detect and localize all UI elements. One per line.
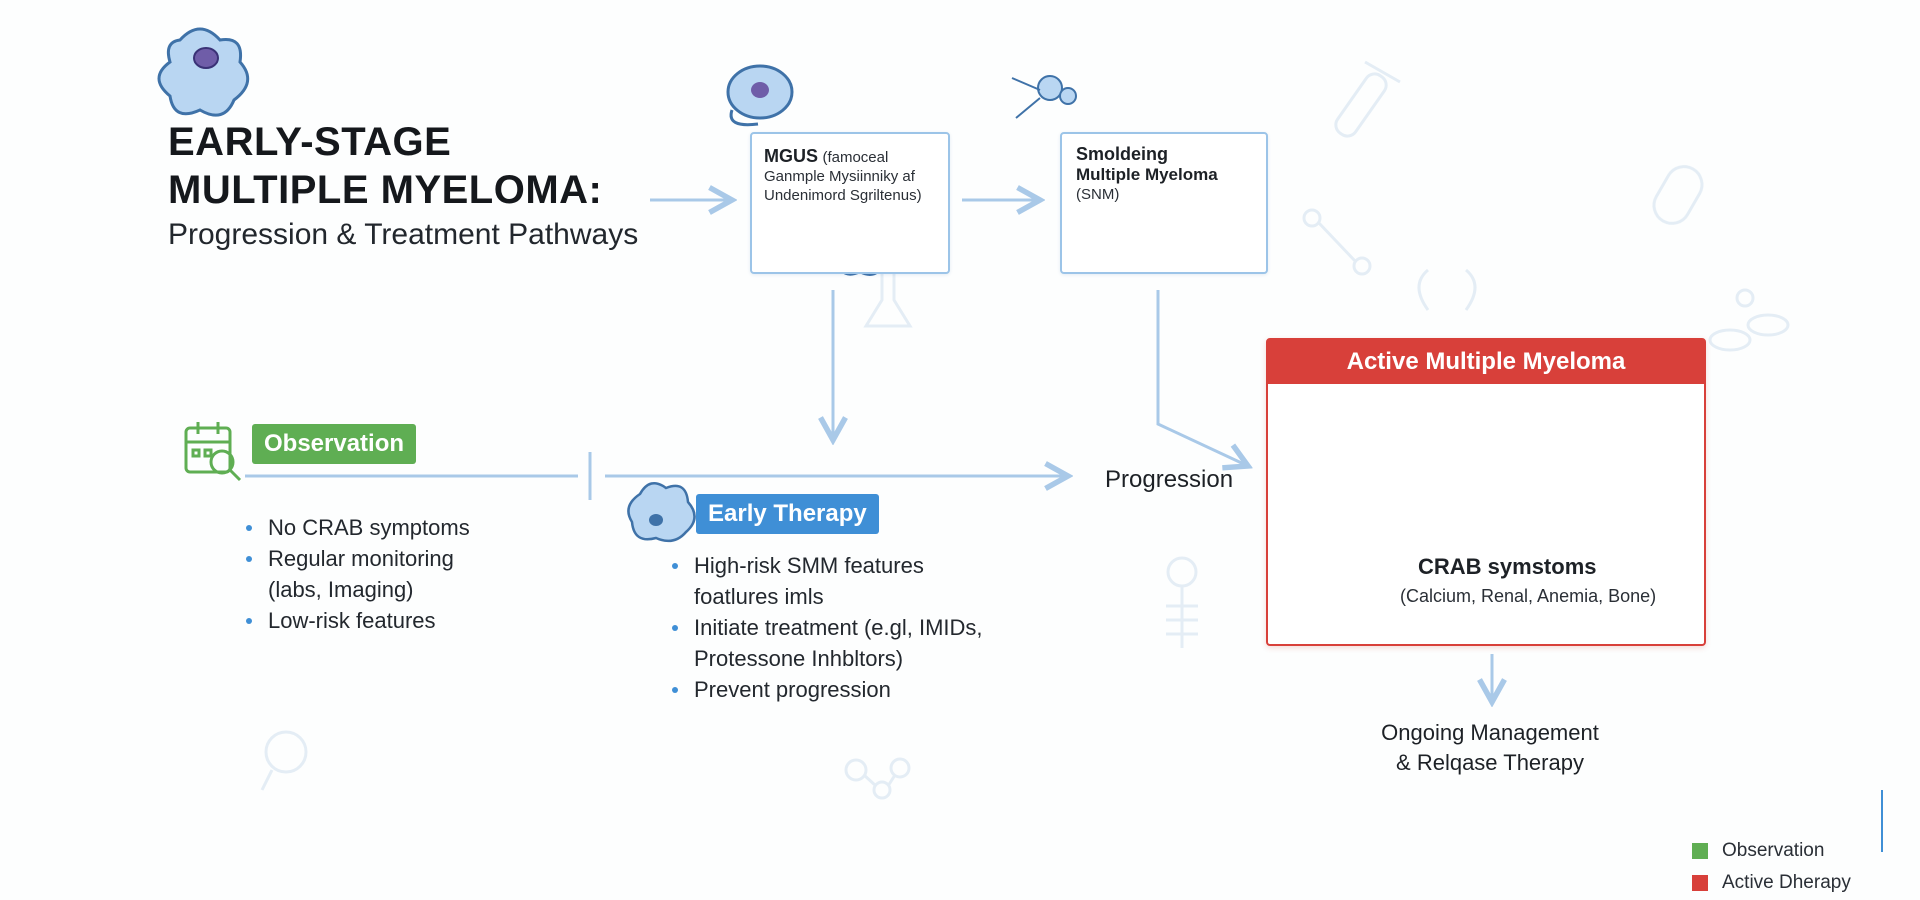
- molecule-icon: [844, 757, 911, 800]
- active-myeloma-box: Active Multiple Myeloma: [1266, 338, 1706, 646]
- mgus-title: MGUS: [764, 146, 818, 166]
- observation-bullet: Regular monitoring: [240, 543, 470, 574]
- ongoing-management-line1: Ongoing Management: [1381, 720, 1599, 745]
- page-subtitle: Progression & Treatment Pathways: [168, 218, 639, 251]
- crab-symptoms-description: (Calcium, Renal, Anemia, Bone): [1400, 586, 1657, 606]
- observation-bullet: Low-risk features: [240, 605, 470, 636]
- background-decor: [260, 60, 1790, 800]
- therapy-cell-icon: [627, 481, 696, 543]
- early-therapy-bullet: Prevent progression: [666, 674, 983, 705]
- bone-icon: [1302, 208, 1372, 276]
- observation-bullet: No CRAB symptoms: [240, 512, 470, 543]
- mgus-line3: Undenimord Sgriltenus): [764, 187, 922, 204]
- early-therapy-bullet: High-risk SMM features: [666, 550, 983, 581]
- capsule-icon: [1708, 288, 1790, 352]
- smm-stage-text: Smoldeing Multiple Myeloma (SNM): [1076, 144, 1218, 204]
- legend: Observation Active Dherapy: [1692, 840, 1851, 894]
- antibody-icon: [1011, 75, 1077, 119]
- ongoing-management-line2: & Relqase Therapy: [1396, 750, 1584, 775]
- smm-line3: (SNM): [1076, 186, 1120, 203]
- arrow-smm-to-active: [1156, 290, 1248, 466]
- progression-label: Progression: [1105, 466, 1234, 493]
- legend-label: Observation: [1722, 840, 1825, 861]
- early-therapy-bullet-continuation: Protessone Inhbltors): [694, 646, 904, 671]
- early-therapy-bullet-continuation: foatlures imls: [694, 584, 824, 609]
- flask-icon: [863, 270, 913, 328]
- legend-swatch-active-therapy: [1692, 875, 1708, 891]
- legend-label: Active Dherapy: [1722, 872, 1851, 893]
- smm-line2: Multiple Myeloma: [1076, 165, 1218, 184]
- smm-stage-box: Smoldeing Multiple Myeloma (SNM): [1060, 132, 1268, 274]
- plasma-cell-icon: [157, 27, 250, 117]
- magnifier-icon: [260, 730, 308, 791]
- active-myeloma-header: Active Multiple Myeloma: [1268, 340, 1704, 384]
- kidney-icon: [1417, 268, 1477, 311]
- smm-line1: Smoldeing: [1076, 144, 1169, 164]
- observation-bullet-continuation: (labs, Imaging): [268, 577, 414, 602]
- mgus-cell-icon: [726, 64, 794, 127]
- page-title-line2: MULTIPLE MYELOMA:: [168, 168, 603, 212]
- early-therapy-badge: Early Therapy: [696, 494, 879, 534]
- mgus-line1: (famoceal: [822, 149, 889, 166]
- legend-item-observation: Observation: [1692, 840, 1851, 862]
- mgus-stage-text: MGUS (famoceal Ganmple Mysiinniky af Und…: [764, 146, 922, 205]
- crab-symptoms-title: CRAB symstoms: [1418, 554, 1597, 579]
- calendar-magnifier-icon: [184, 422, 242, 482]
- test-tube-icon: [1334, 60, 1401, 138]
- observation-badge: Observation: [252, 424, 417, 464]
- observation-bullets: No CRAB symptoms Regular monitoring (lab…: [240, 512, 470, 636]
- legend-swatch-observation: [1692, 843, 1708, 859]
- skeleton-icon: [1166, 556, 1198, 648]
- page-title-line1: EARLY-STAGE: [168, 120, 452, 164]
- pill-icon: [1652, 165, 1704, 225]
- legend-item-active-therapy: Active Dherapy: [1692, 872, 1851, 894]
- mgus-stage-box: MGUS (famoceal Ganmple Mysiinniky af Und…: [750, 132, 950, 274]
- early-therapy-bullets: High-risk SMM features foatlures imls In…: [666, 550, 983, 705]
- early-therapy-bullet: Initiate treatment (e.gl, IMIDs,: [666, 612, 983, 643]
- connectors: [245, 200, 1492, 702]
- mgus-line2: Ganmple Mysiinniky af: [764, 168, 915, 185]
